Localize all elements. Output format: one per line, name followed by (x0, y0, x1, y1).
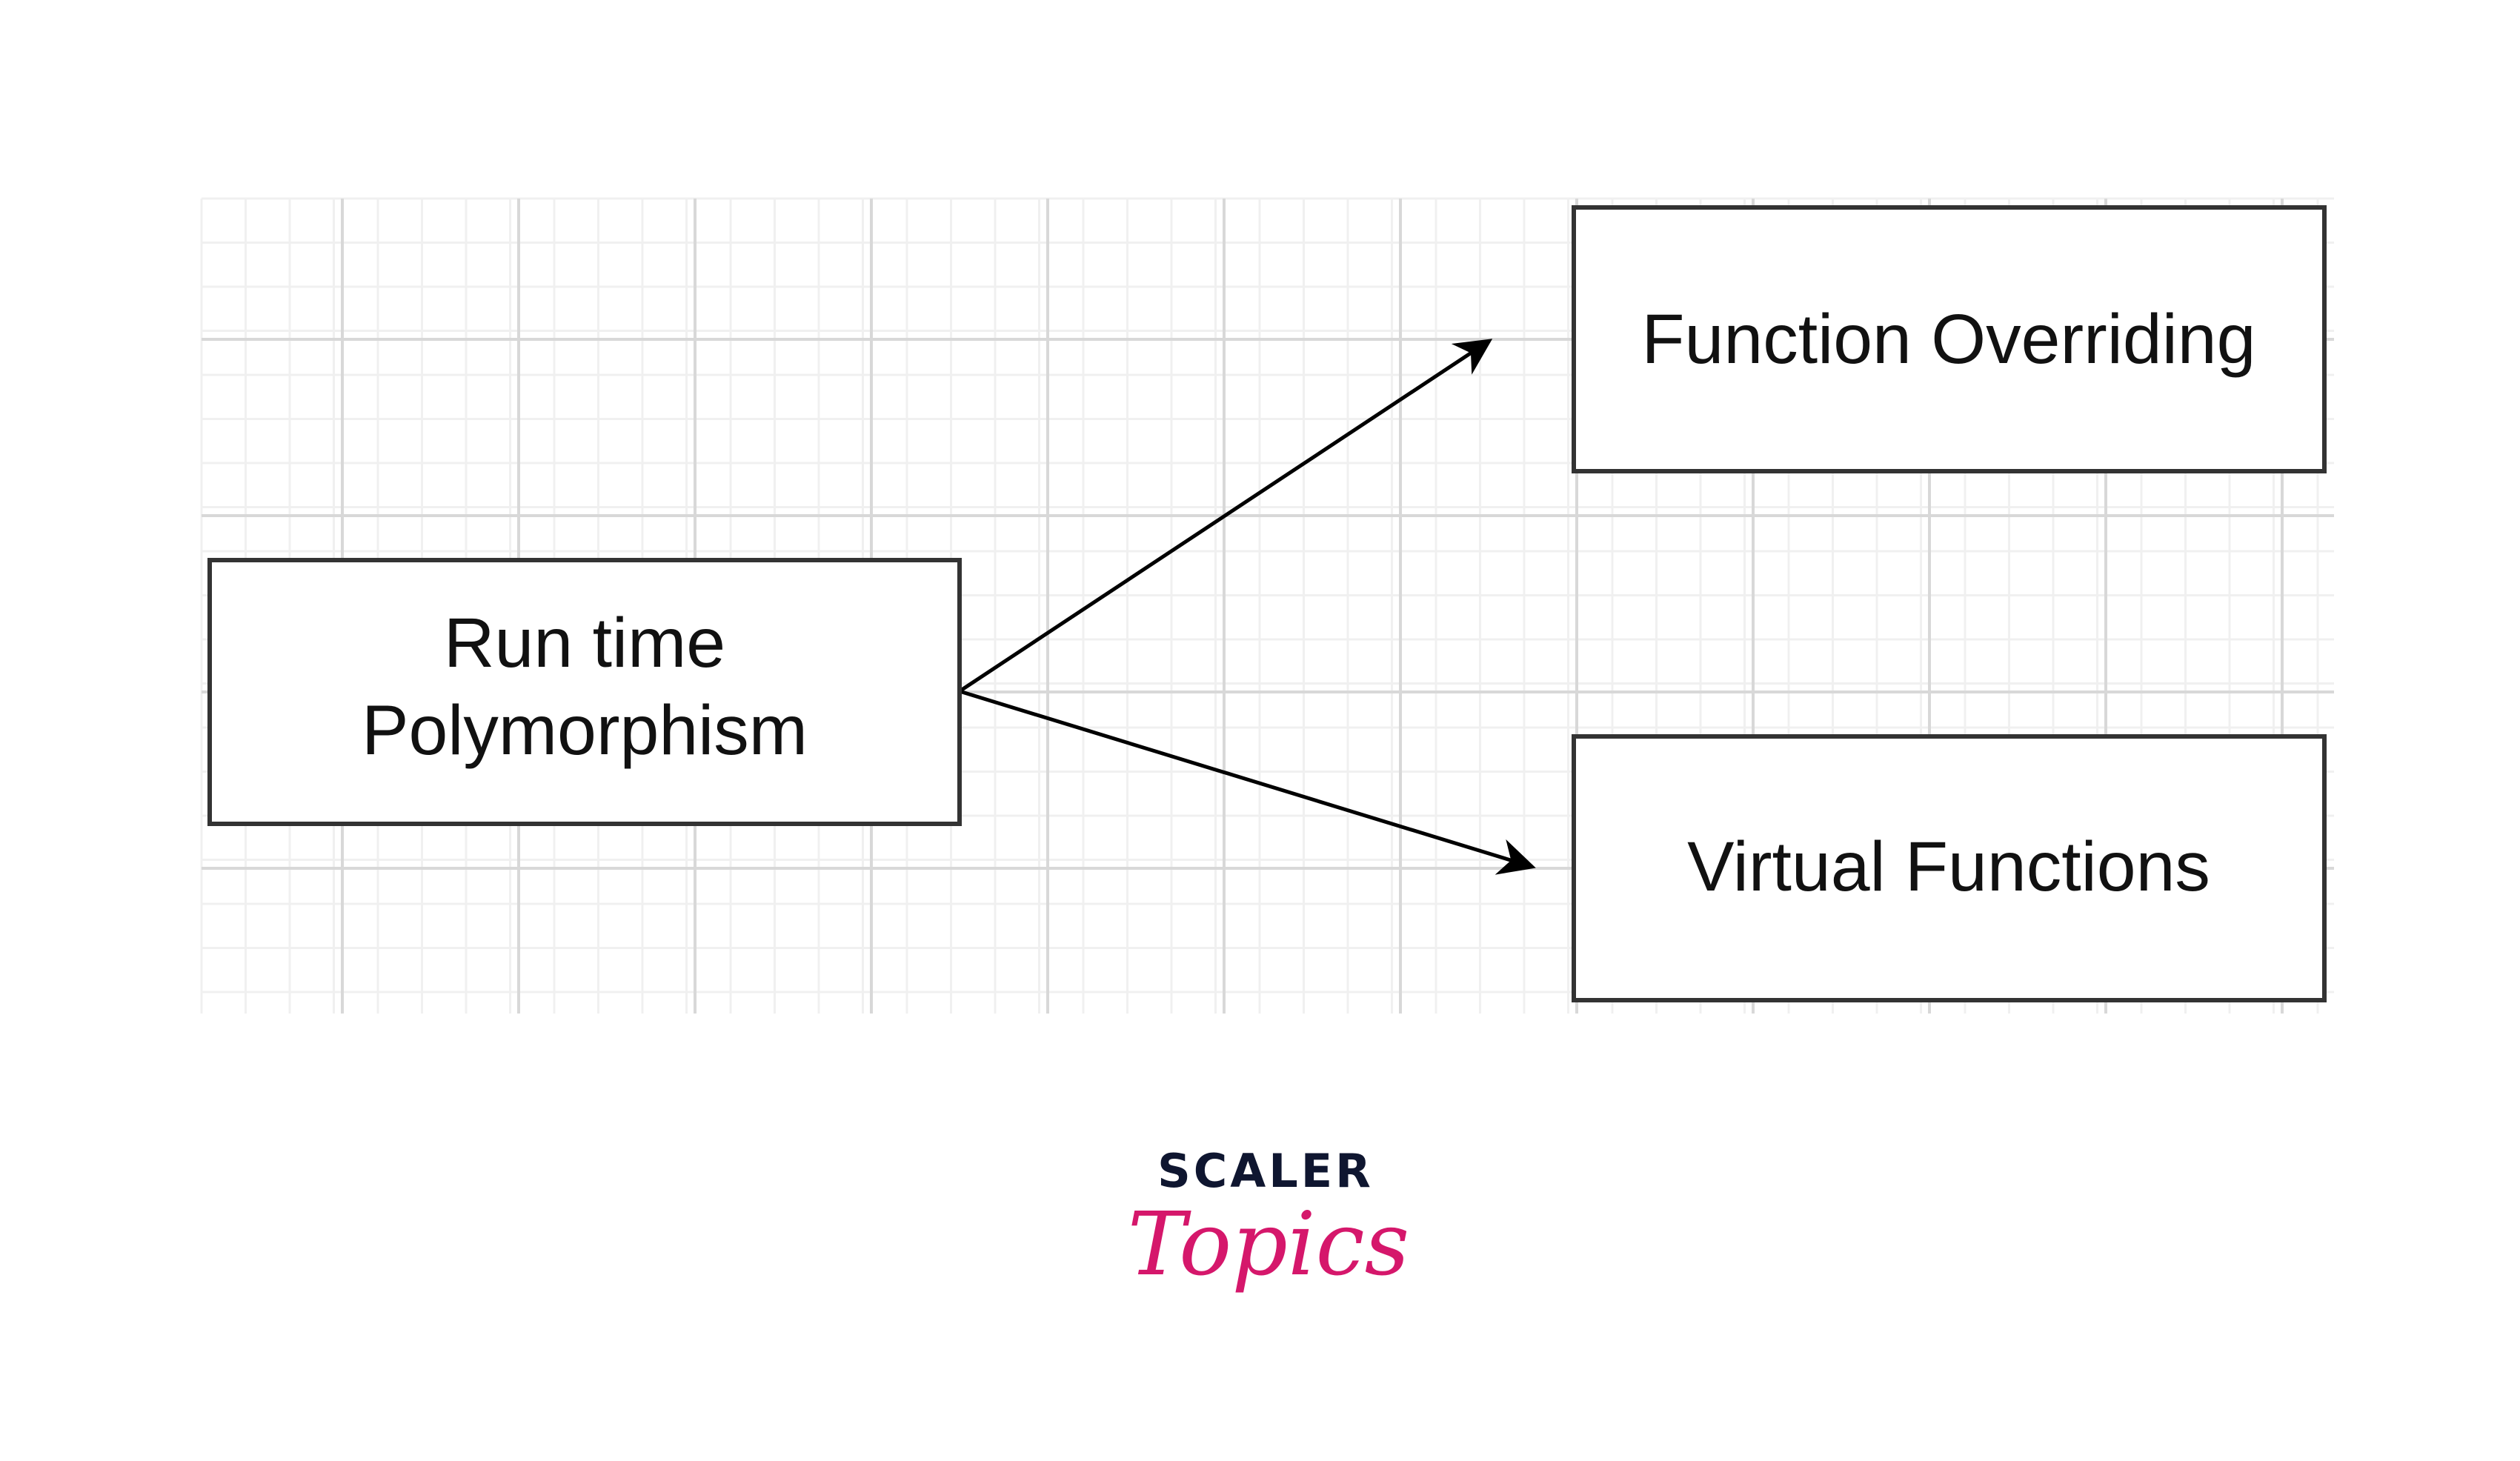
node-label-line-1: Run time (444, 604, 725, 682)
node-run-time-polymorphism: Run time Polymorphism (207, 558, 962, 826)
logo-brand-text: SCALER (1157, 1144, 1374, 1198)
node-label: Function Overriding (1642, 300, 2256, 379)
node-function-overriding: Function Overriding (1572, 205, 2327, 473)
node-label-line-2: Polymorphism (362, 691, 808, 770)
logo-sub-text: Topics (1128, 1193, 1410, 1295)
edge-to-virtual-functions (959, 689, 1536, 875)
node-box (1572, 734, 2327, 1002)
node-box (1572, 205, 2327, 473)
node-box (207, 558, 962, 826)
node-virtual-functions: Virtual Functions (1572, 734, 2327, 1002)
node-label: Virtual Functions (1687, 828, 2210, 906)
scaler-topics-logo: SCALER Topics (1128, 1144, 1410, 1295)
edge-to-function-overriding (958, 339, 1493, 693)
